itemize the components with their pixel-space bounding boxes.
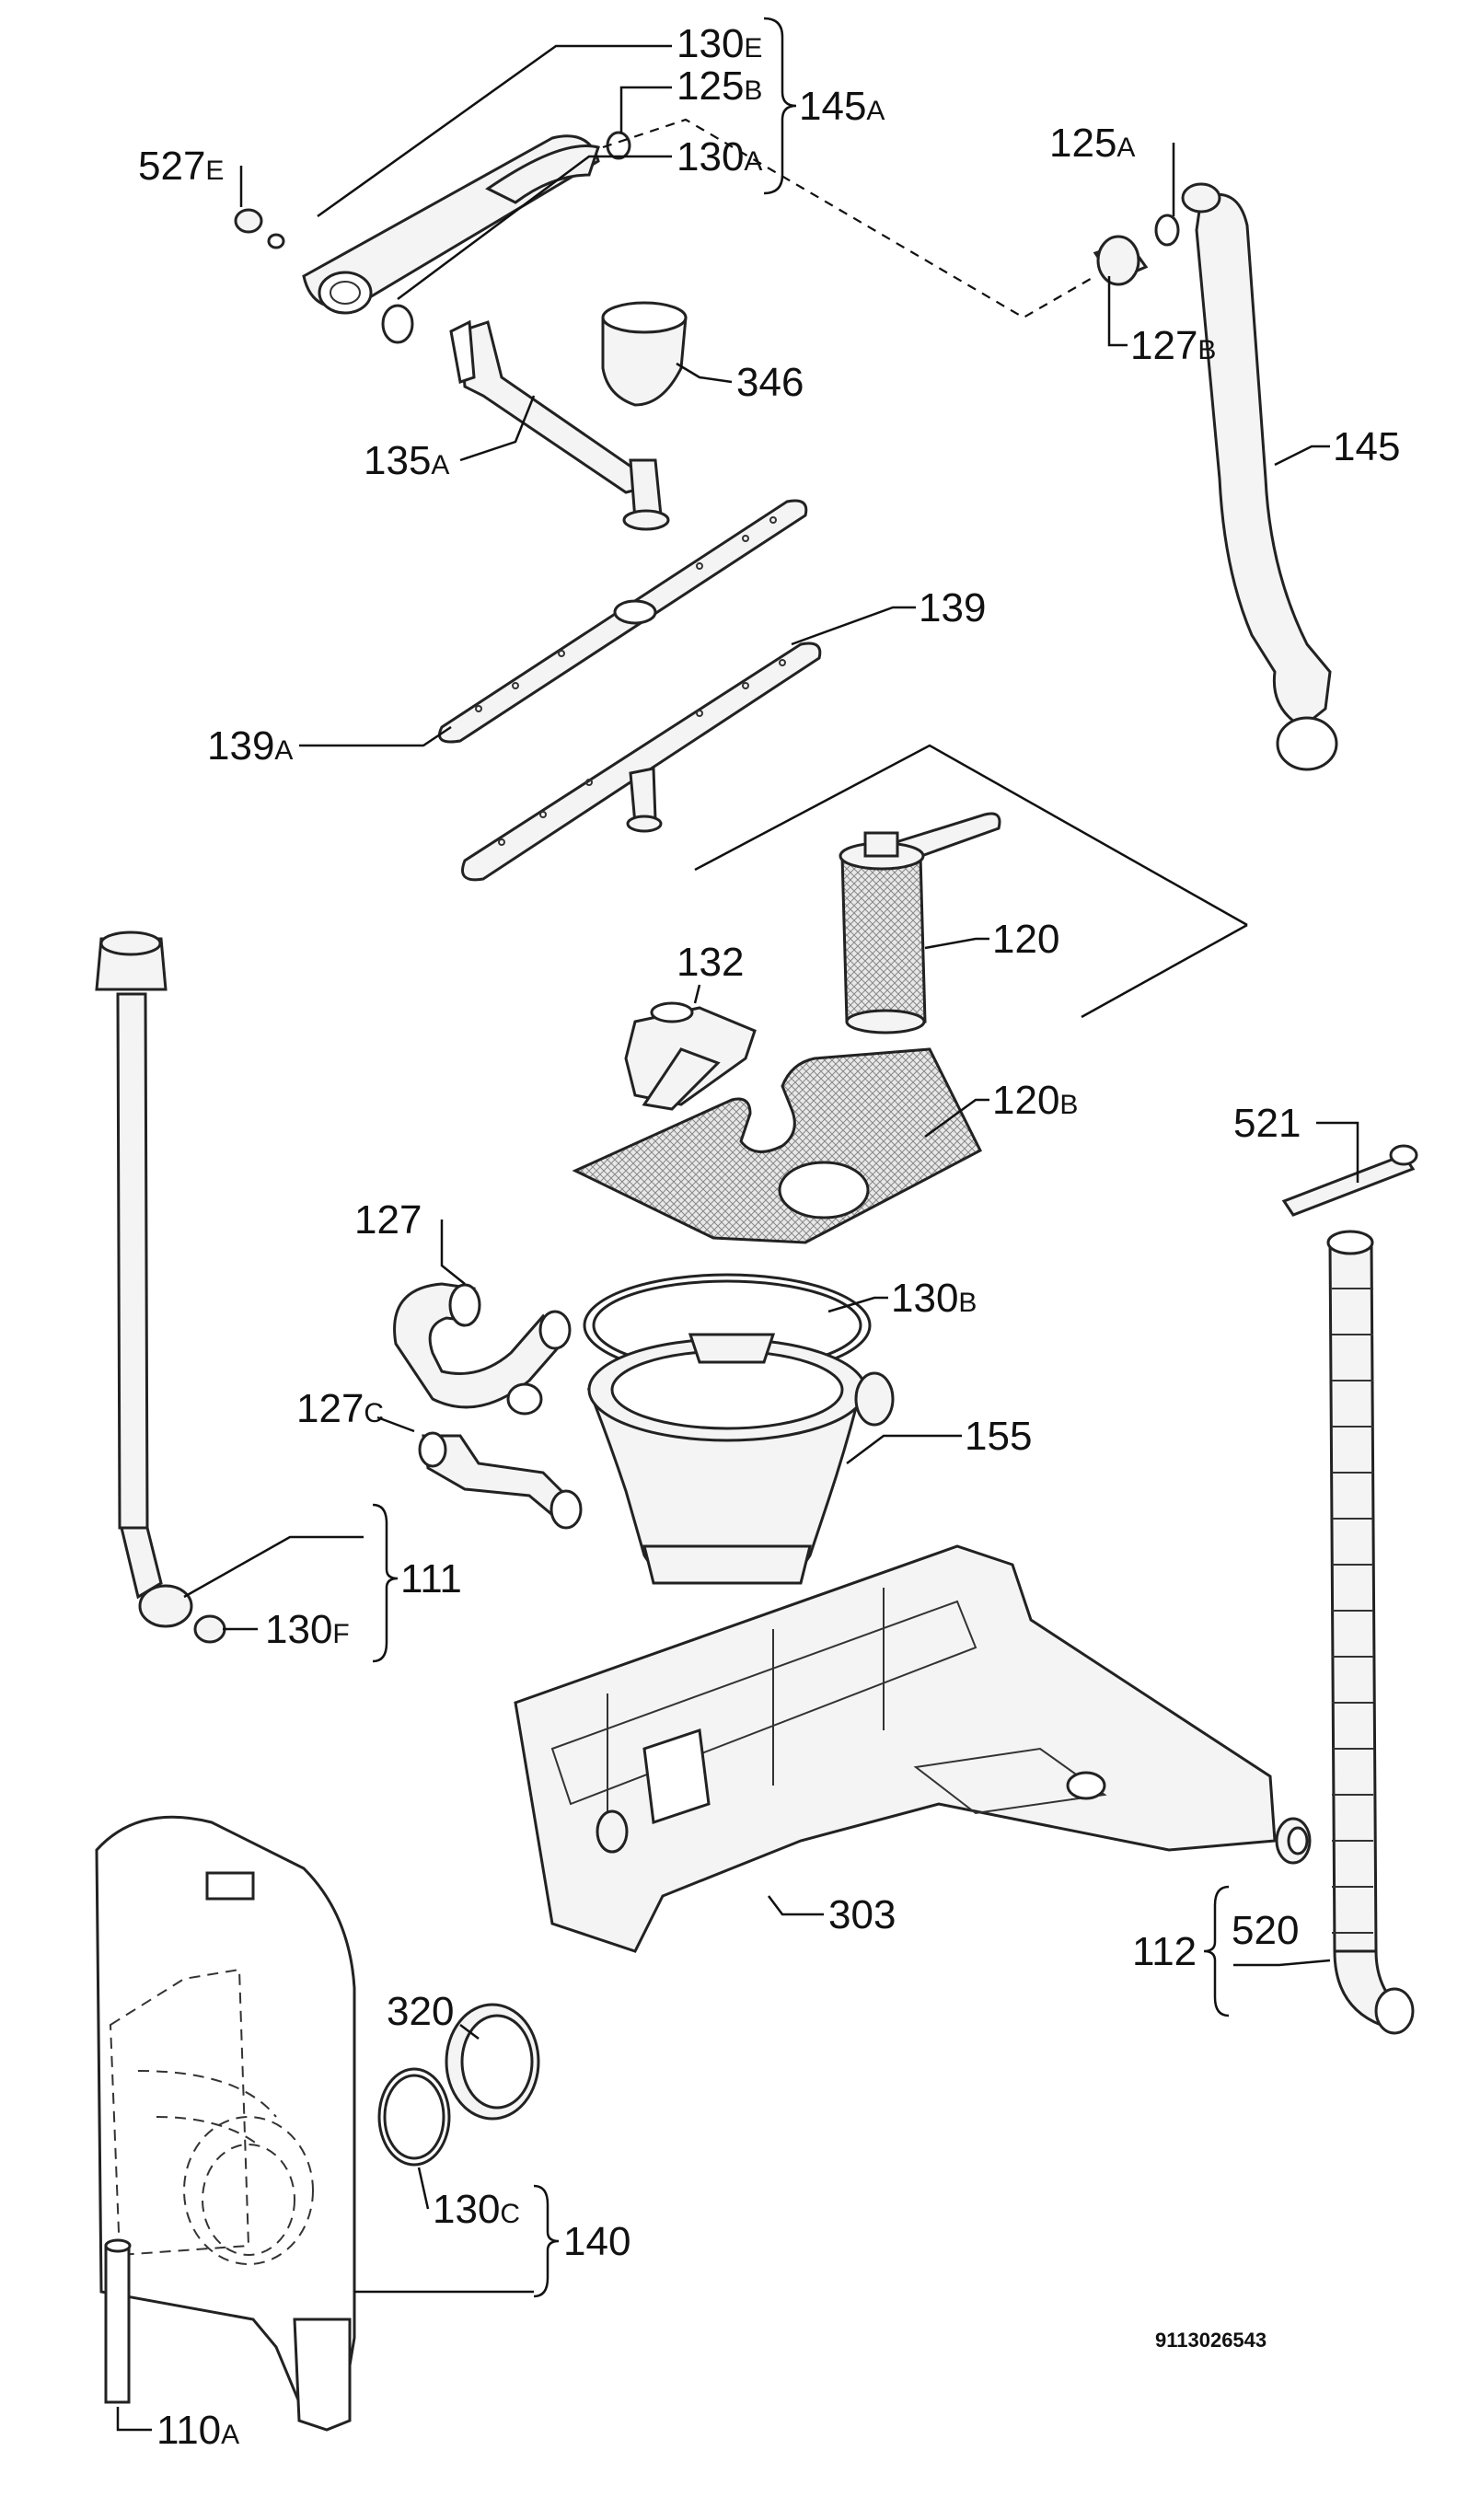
- label-112: 112: [1132, 1929, 1197, 1974]
- label-527e: 527E: [138, 144, 224, 189]
- dashed-connector-upper: [602, 118, 1096, 319]
- label-139a: 139A: [207, 723, 293, 769]
- spray-arm-139: [461, 642, 822, 882]
- label-145: 145: [1333, 424, 1400, 469]
- side-panel-140: [95, 1815, 356, 2432]
- valve-132: [624, 1001, 757, 1111]
- label-110a: 110A: [156, 2408, 239, 2453]
- label-303: 303: [828, 1892, 896, 1937]
- water-supply-hose-145: [1181, 182, 1338, 771]
- label-130b: 130B: [891, 1276, 977, 1321]
- part-labels: 130E 125B 145A 130A 527E 125A 127B 346 1…: [138, 21, 1400, 2453]
- spray-nozzle-346: [601, 301, 688, 407]
- bushing-520: [1275, 1817, 1312, 1865]
- upper-spray-arm-tube: [302, 134, 600, 315]
- drain-hose-112: [1326, 1230, 1415, 2035]
- leader-lines: [116, 44, 1359, 2432]
- o-ring-130c: [377, 2067, 451, 2167]
- filter-plate-120b: [572, 1047, 982, 1244]
- filter-120: [694, 744, 1248, 1035]
- label-130c: 130C: [433, 2187, 520, 2232]
- label-521: 521: [1233, 1101, 1301, 1146]
- hose-clip-521: [1281, 1144, 1418, 1217]
- label-130f: 130F: [265, 1607, 350, 1652]
- label-127b: 127B: [1130, 323, 1216, 368]
- label-130a: 130A: [677, 134, 762, 179]
- pipe-110a: [104, 2238, 132, 2404]
- sump-155: [586, 1333, 895, 1585]
- label-111: 111: [400, 1556, 462, 1601]
- label-320: 320: [387, 1989, 454, 2034]
- label-127c: 127C: [296, 1386, 384, 1431]
- label-155: 155: [965, 1414, 1032, 1459]
- label-145a: 145A: [799, 84, 885, 129]
- hose-127: [393, 1282, 572, 1416]
- label-130e: 130E: [677, 21, 762, 66]
- o-ring-125a: [1154, 214, 1180, 247]
- seal-320: [445, 2003, 540, 2121]
- label-125a: 125A: [1049, 121, 1135, 166]
- label-120b: 120B: [992, 1078, 1078, 1123]
- label-120: 120: [992, 917, 1059, 962]
- hose-127c: [418, 1431, 583, 1530]
- label-139: 139: [919, 585, 986, 630]
- base-frame-303: [514, 1544, 1277, 1953]
- o-ring-130a: [381, 304, 414, 344]
- seal-130f: [193, 1614, 226, 1644]
- label-132: 132: [677, 940, 744, 985]
- label-520: 520: [1232, 1908, 1299, 1953]
- label-127: 127: [354, 1197, 422, 1243]
- spray-arm-139a: [438, 499, 808, 744]
- label-135a: 135A: [364, 438, 449, 483]
- spray-arm-feed-135a: [449, 319, 670, 531]
- label-346: 346: [736, 360, 804, 405]
- nut-527e: [234, 208, 285, 249]
- document-number: 9113026543: [1155, 2329, 1267, 2352]
- braces: [372, 17, 1230, 2298]
- coupling-127b: [1093, 235, 1149, 286]
- inlet-hose-111: [95, 931, 193, 1628]
- label-125b: 125B: [677, 64, 762, 109]
- label-140: 140: [563, 2219, 630, 2264]
